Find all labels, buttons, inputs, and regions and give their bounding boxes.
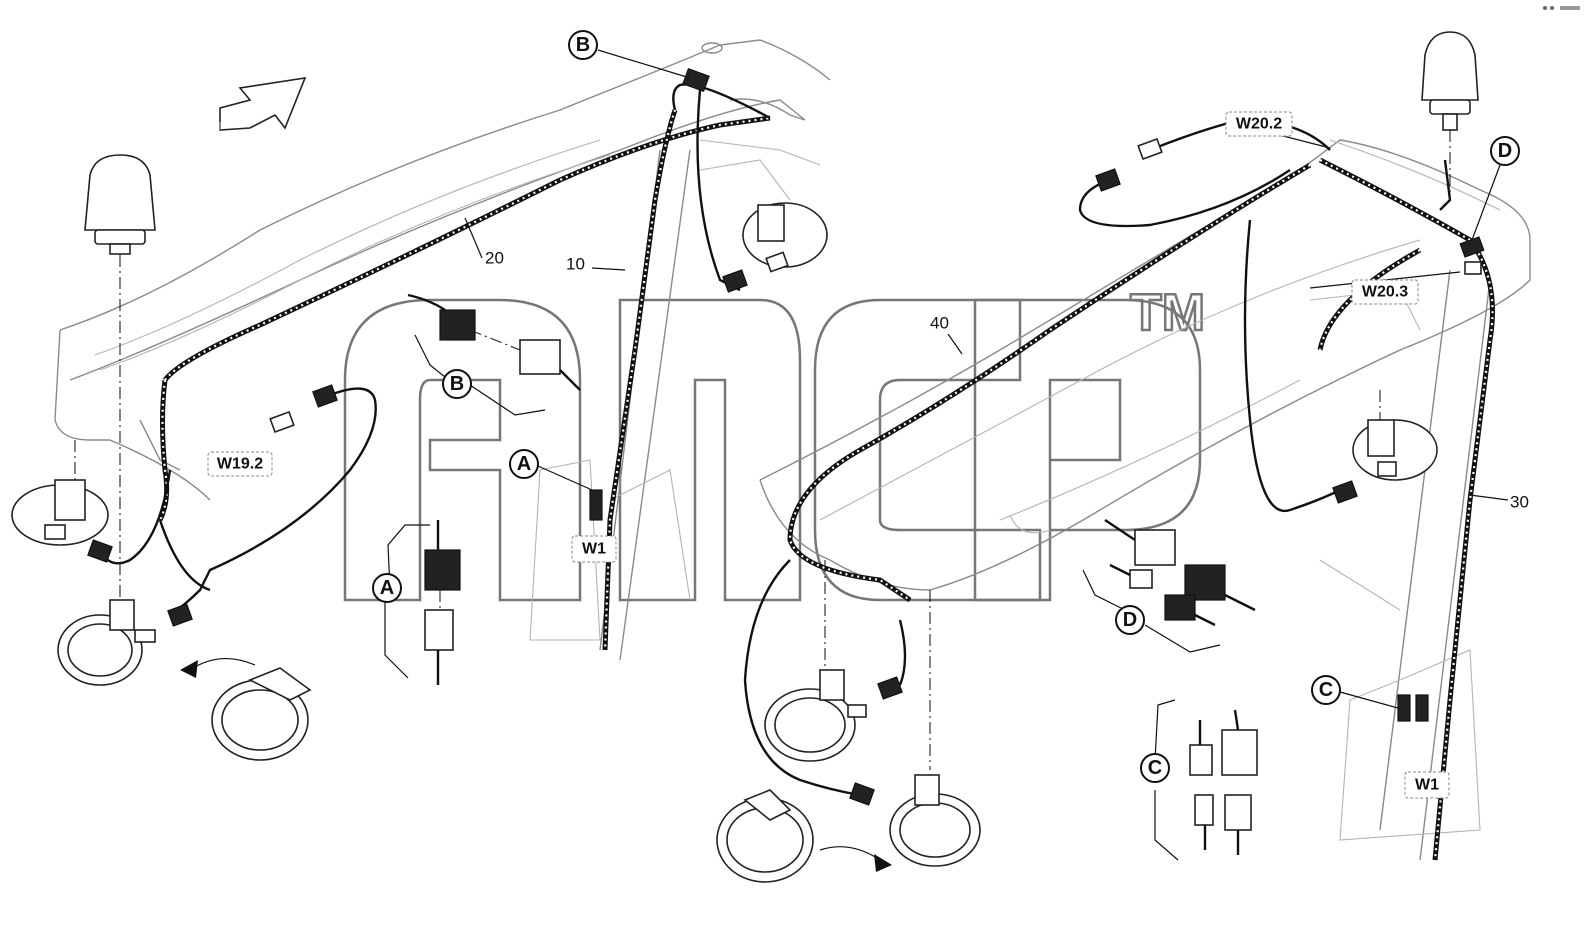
tag-w1-right: W1 [1404, 771, 1450, 799]
watermark-logo-p [973, 298, 1202, 602]
left-wires [98, 83, 771, 616]
work-lamp-right-rotated [716, 789, 814, 883]
watermark-logo [343, 298, 582, 602]
svg-text:B: B [450, 373, 464, 395]
svg-text:W1: W1 [582, 541, 606, 558]
svg-text:W20.2: W20.2 [1236, 116, 1282, 133]
rotate-arrow-left-head [180, 660, 198, 678]
watermark-logo-c [813, 298, 1042, 602]
work-lamp-left-rotated [211, 667, 312, 761]
left-cab-roof [54, 39, 831, 501]
tag-w1-left: W1 [571, 535, 617, 563]
part-number-20: 20 [485, 249, 504, 268]
watermark-trademark: TM [1130, 284, 1205, 342]
svg-text:C: C [1148, 757, 1162, 779]
callout-d-detail: D [1115, 605, 1145, 635]
svg-text:W20.3: W20.3 [1362, 284, 1408, 301]
callout-c-pillar: C [1311, 675, 1341, 705]
callout-d-top: D [1490, 136, 1520, 166]
side-lamp-right [1352, 390, 1438, 481]
rotate-arrow-left [189, 657, 256, 671]
harness-40 [787, 162, 1312, 603]
svg-text:D: D [1123, 609, 1137, 631]
work-lamp-right-rear [889, 774, 981, 867]
beacon-right [1421, 31, 1479, 200]
svg-text:W19.2: W19.2 [217, 456, 263, 473]
connectors [44, 67, 1485, 855]
tag-w20-3: W20.3 [1351, 279, 1419, 305]
callout-a-pillar: A [509, 449, 539, 479]
callout-a-detail: A [372, 573, 402, 603]
svg-text:A: A [380, 577, 394, 599]
part-number-40: 40 [930, 314, 949, 333]
beacon-left [84, 154, 156, 600]
work-lamp-right-front [764, 669, 867, 762]
tag-w19-2: W19.2 [207, 451, 273, 477]
rotate-arrow-right [819, 846, 881, 861]
side-lamp-left [11, 440, 109, 546]
part-number-10: 10 [566, 255, 585, 274]
svg-text:A: A [517, 453, 531, 475]
corner-mark-icon [1543, 6, 1580, 10]
svg-text:B: B [576, 34, 590, 56]
callout-b-detail: B [442, 369, 472, 399]
watermark-logo-n [618, 298, 802, 602]
part-number-30: 30 [1510, 493, 1529, 512]
work-lamp-left-front [57, 599, 156, 686]
svg-text:D: D [1498, 140, 1512, 162]
callout-b-top: B [568, 30, 598, 60]
rotate-arrow-right-head [874, 854, 892, 872]
svg-text:C: C [1319, 679, 1333, 701]
callout-c-detail: C [1140, 753, 1170, 783]
harness-10 [602, 109, 678, 651]
svg-text:W1: W1 [1415, 777, 1439, 794]
watermark: TM [343, 283, 1206, 602]
harness-20 [157, 115, 771, 522]
tag-w20-2: W20.2 [1225, 111, 1293, 137]
forward-direction-arrow [219, 76, 307, 131]
